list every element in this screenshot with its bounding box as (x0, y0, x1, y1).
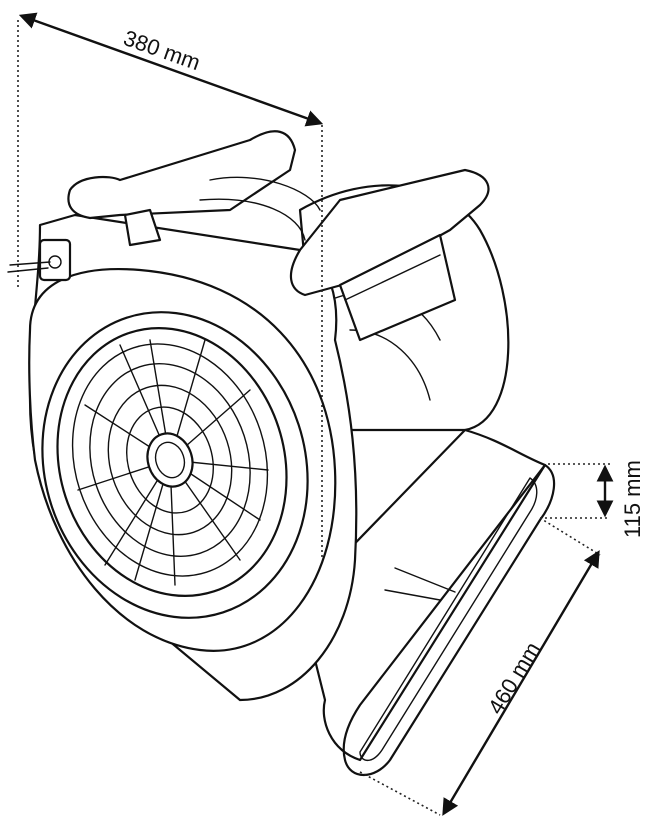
carry-handle (67, 130, 490, 342)
width-dimension-arrow (18, 12, 324, 127)
dimension-guides (17, 20, 610, 816)
depth-dimension-label: 460 mm (483, 638, 545, 719)
power-cord (7, 238, 72, 282)
dimension-arrows (18, 12, 614, 816)
outlet-height-dimension-label: 115 mm (620, 460, 645, 538)
depth-dimension-arrow (442, 550, 600, 816)
fan-hub (146, 432, 194, 488)
width-dimension-label: 380 mm (120, 25, 203, 75)
outlet-duct (298, 428, 556, 776)
